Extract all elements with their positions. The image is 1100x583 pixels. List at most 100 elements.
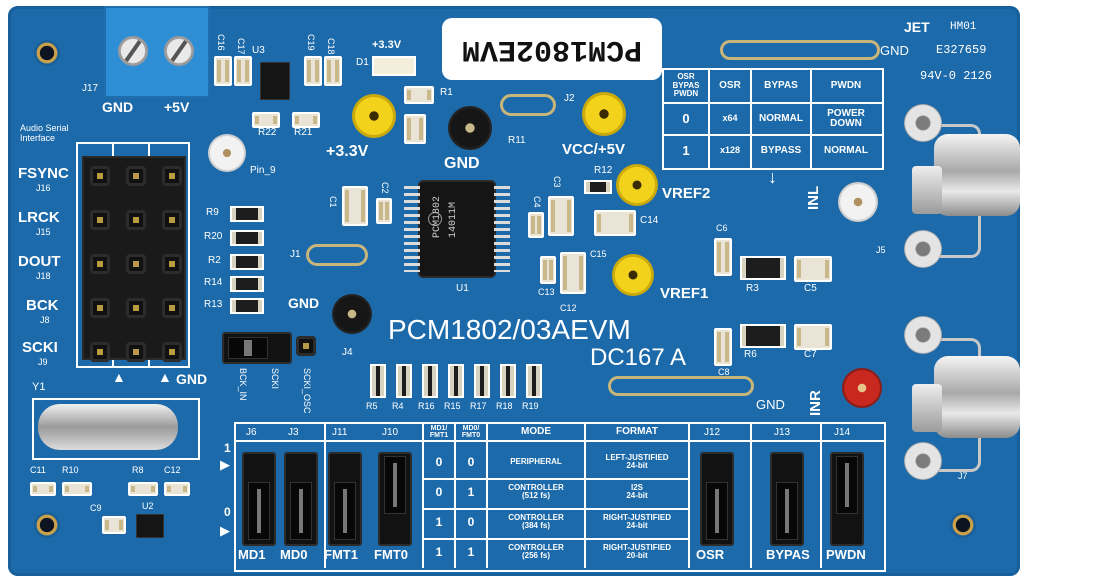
- board-rev-label: DC167 A: [590, 344, 687, 371]
- osr-cell: x128: [719, 145, 741, 156]
- osr-header: PWDN: [830, 79, 862, 91]
- capacitor: [324, 56, 342, 86]
- header-pin: [162, 342, 182, 362]
- resistor: [230, 298, 264, 314]
- resistor-ref: R4: [392, 401, 404, 411]
- resistor: [526, 364, 542, 398]
- capacitor: [304, 56, 322, 86]
- capacitor: [342, 186, 368, 226]
- testpoint-gnd-label: GND: [444, 155, 480, 172]
- c15-ref: C15: [590, 249, 607, 259]
- capacitor: [528, 212, 544, 238]
- rca-nut: [904, 442, 942, 480]
- u1-ref: U1: [456, 283, 469, 294]
- resistor: [252, 112, 280, 128]
- board-title: PCM1802EVM: [461, 32, 643, 66]
- manufacturer-logo: JET: [904, 19, 930, 35]
- bck-ref: J8: [40, 315, 50, 325]
- header-pin: [296, 336, 316, 356]
- mode-jumper[interactable]: [242, 452, 276, 546]
- mode-jumper[interactable]: [284, 452, 318, 546]
- r22-ref: R22: [258, 127, 277, 138]
- crystal-outline: [32, 398, 200, 460]
- mode-jumper[interactable]: [378, 452, 412, 546]
- capacitor: [234, 56, 252, 86]
- mode-ref: J3: [288, 427, 299, 438]
- header-pin: [126, 298, 146, 318]
- triangle-right-icon: ▶: [220, 457, 230, 472]
- lrck-label: LRCK: [18, 209, 60, 226]
- oscillator-chip: [136, 514, 164, 538]
- osr-label: OSR: [696, 547, 725, 562]
- mode-label: FMT0: [374, 547, 408, 562]
- mode-cell: 0: [467, 454, 475, 469]
- rca-jack-inr[interactable]: [934, 356, 1020, 438]
- resistor: [230, 276, 264, 292]
- mode-cell: 0: [435, 484, 443, 499]
- header-pin: [90, 210, 110, 230]
- capacitor: [548, 196, 574, 236]
- chip-pins-right: [494, 186, 510, 272]
- c16-ref: C16: [216, 34, 226, 51]
- c8-ref: C8: [718, 367, 730, 377]
- r6-ref: R6: [744, 349, 757, 360]
- y1-ref: Y1: [32, 381, 46, 393]
- scki-osc-label: SCKI_OSC: [302, 368, 312, 414]
- mode-ref: J11: [332, 427, 348, 438]
- testpoint-gnd-j4[interactable]: [332, 294, 372, 334]
- clock-select-jumper[interactable]: [222, 332, 292, 364]
- chip-pins-left: [404, 186, 420, 272]
- capacitor: [214, 56, 232, 86]
- capacitor: [794, 256, 832, 282]
- testpoint-vcc[interactable]: [582, 92, 626, 136]
- c12b-ref: C12: [164, 465, 181, 475]
- resistor-ref: R15: [444, 401, 461, 411]
- testpoint-vref2[interactable]: [616, 164, 658, 206]
- mode-label: FMT1: [324, 547, 358, 562]
- dout-ref: J18: [36, 271, 51, 281]
- mode-header: MD0/ FMT0: [461, 424, 481, 439]
- testpoint-gnd[interactable]: [448, 106, 492, 150]
- power-terminal-block[interactable]: [104, 6, 210, 98]
- mode-cell: CONTROLLER (512 fs): [508, 482, 564, 500]
- c12-ref: C12: [560, 303, 577, 313]
- ti-logo-icon: [428, 212, 442, 226]
- mode-cell: LEFT-JUSTIFIED 24-bit: [605, 452, 669, 470]
- testpoint-inl[interactable]: [838, 182, 878, 222]
- resistor: [62, 482, 92, 496]
- osr-jumper[interactable]: [700, 452, 734, 546]
- screw-icon: [118, 36, 148, 66]
- c3-ref: C3: [552, 176, 562, 188]
- resistor: [292, 112, 320, 128]
- header-pin: [90, 166, 110, 186]
- jumper-wire-j2: [500, 94, 556, 116]
- mode-cell: 0: [467, 514, 475, 529]
- testpoint-3v3[interactable]: [352, 94, 396, 138]
- rca-jack-inl[interactable]: [934, 134, 1020, 216]
- capacitor: [714, 328, 732, 366]
- triangle-right-icon: ▶: [220, 523, 230, 538]
- rca-collar: [912, 166, 942, 214]
- title-sticker: [442, 18, 662, 80]
- board-main-label: PCM1802/03AEVM: [388, 314, 631, 345]
- terminal-gnd-label: GND: [102, 99, 134, 115]
- testpoint-vref1[interactable]: [612, 254, 654, 296]
- mode-ref: J10: [382, 427, 399, 438]
- testpoint-inr[interactable]: [842, 368, 882, 408]
- osr-jumper[interactable]: [770, 452, 804, 546]
- testpoint-pin9[interactable]: [208, 134, 246, 172]
- resistor: [500, 364, 516, 398]
- mode-cell: CONTROLLER (256 fs): [508, 542, 564, 560]
- r20-ref: R20: [204, 231, 223, 242]
- mode-jumper[interactable]: [328, 452, 362, 546]
- scki-sel-label: SCKI: [270, 368, 280, 390]
- c14-ref: C14: [640, 215, 659, 226]
- capacitor: [794, 324, 832, 350]
- audio-serial-title: Audio Serial Interface: [20, 123, 69, 143]
- chip-marking-bottom: 14011M: [448, 201, 459, 238]
- mode-cell: 0: [435, 454, 443, 469]
- capacitor: [102, 516, 126, 534]
- adc-chip: PCM1802 14011M: [404, 182, 510, 276]
- osr-jumper[interactable]: [830, 452, 864, 546]
- triangle-icon: ▲: [158, 369, 172, 385]
